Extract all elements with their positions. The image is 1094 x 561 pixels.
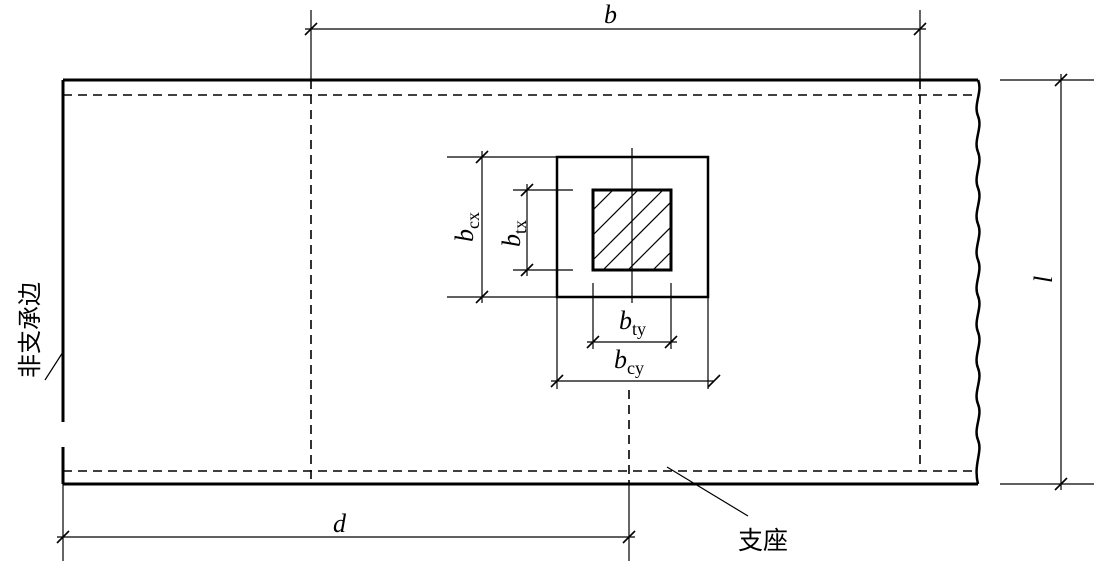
support-annotation: 支座: [666, 466, 788, 555]
svg-text:bcy: bcy: [614, 345, 644, 378]
dimension-bcx: bcx: [447, 150, 557, 304]
break-line: [975, 79, 981, 485]
label-bcx-sub: cx: [463, 212, 483, 229]
dimension-d: d: [56, 484, 636, 561]
svg-text:bcx: bcx: [450, 212, 483, 242]
label-l: l: [1029, 276, 1058, 283]
label-d: d: [333, 509, 347, 538]
dashed-lines: [63, 80, 978, 484]
label-free-edge: 非支承边: [16, 282, 44, 378]
label-bty-main: b: [619, 306, 632, 335]
label-bty-sub: ty: [632, 319, 646, 339]
svg-text:bty: bty: [619, 306, 646, 339]
label-b: b: [604, 0, 617, 29]
label-btx-sub: tx: [510, 220, 530, 234]
label-bcy-sub: cy: [627, 358, 644, 378]
dimension-btx: btx: [497, 183, 573, 277]
free-edge-annotation: 非支承边: [16, 282, 64, 381]
label-btx-main: b: [497, 234, 526, 247]
label-support: 支座: [738, 526, 788, 555]
label-bcy-main: b: [614, 345, 627, 374]
dimension-bcy: bcy: [550, 297, 721, 389]
dimension-l: l: [1000, 73, 1094, 491]
slab-outline: [61, 78, 981, 486]
dimension-bty: bty: [586, 283, 678, 349]
dimension-b: b: [304, 0, 927, 80]
svg-text:btx: btx: [497, 220, 530, 247]
loaded-area: [591, 188, 673, 272]
label-bcx-main: b: [450, 229, 479, 242]
